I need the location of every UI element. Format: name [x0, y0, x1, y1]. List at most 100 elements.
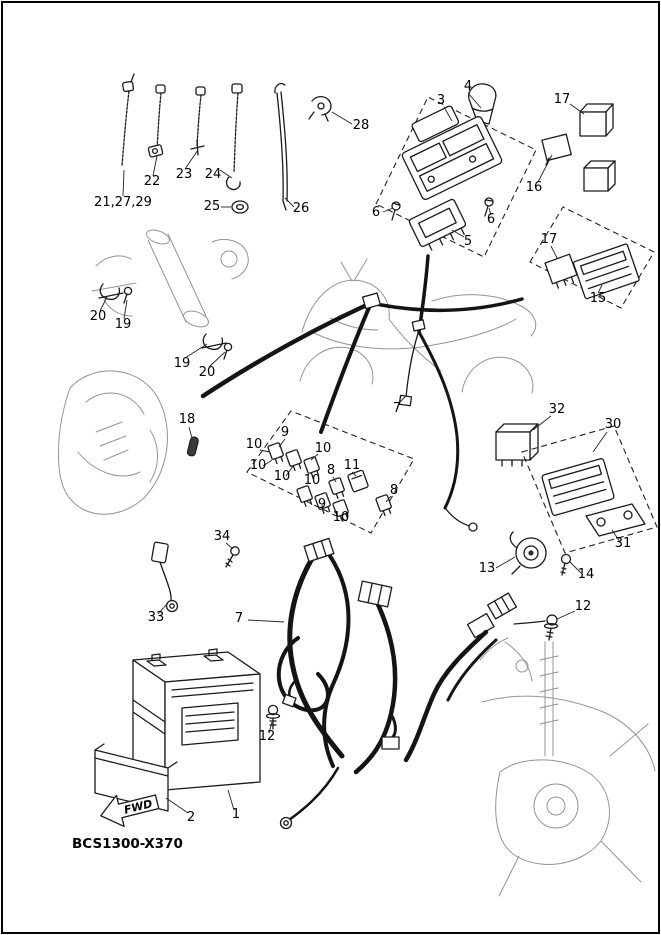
callout-6: 6 [372, 205, 380, 220]
callout-23: 23 [176, 167, 193, 182]
screw-19-upper [123, 286, 133, 296]
callout-1: 1 [232, 807, 240, 822]
callout-7: 7 [393, 401, 401, 416]
bracket-31 [585, 503, 646, 537]
fwd-arrow: FWD [100, 794, 160, 828]
sub-harness-right [403, 592, 559, 763]
clamp-group-lower [201, 333, 233, 360]
callout-10: 10 [274, 469, 291, 484]
relay-32 [495, 423, 539, 467]
harness-connector [281, 693, 297, 708]
callout-25: 25 [204, 199, 221, 214]
ecu-group [495, 423, 658, 554]
battery-label [181, 702, 239, 746]
fuse [314, 492, 331, 515]
cable-ties [121, 73, 332, 214]
battery-side [164, 673, 261, 791]
harness-connector [486, 592, 518, 620]
sub-lead-connector-top [411, 319, 426, 332]
cable-tie-23 [190, 86, 206, 156]
callout-6: 6 [487, 212, 495, 227]
callout-10: 10 [315, 441, 332, 456]
callout-10: 10 [304, 473, 321, 488]
cable-tie-21-27-29 [121, 73, 135, 167]
callout-10: 10 [246, 437, 263, 452]
rectifier-15 [572, 243, 640, 300]
callout-20: 20 [90, 309, 107, 324]
main-wire-harness [200, 254, 524, 532]
cable-tie-24 [225, 83, 243, 191]
bolt-14 [560, 553, 572, 576]
cable-tie-22 [147, 84, 166, 158]
frame-sketch-top-left [91, 229, 249, 328]
callout-2: 2 [187, 810, 195, 825]
callout-12: 12 [575, 599, 592, 614]
battery-group [132, 648, 261, 791]
callout-15: 15 [590, 291, 607, 306]
callout-19: 19 [115, 317, 132, 332]
relay-17-top [579, 103, 614, 137]
damper-18 [186, 436, 199, 457]
harness-connector-mid [357, 580, 393, 608]
callout-14: 14 [578, 567, 595, 582]
relay-group-right [529, 103, 655, 309]
callout-13: 13 [479, 561, 496, 576]
screw-20-lower [223, 342, 233, 352]
motorcycle-sketch [299, 258, 537, 394]
battery-terminal [146, 659, 167, 667]
callout-33: 33 [148, 610, 165, 625]
callout-4: 4 [464, 79, 472, 94]
callout-11: 11 [344, 458, 361, 473]
callout-24: 24 [205, 167, 222, 182]
fuse-group [246, 410, 415, 534]
callout-32: 32 [549, 402, 566, 417]
grommet-25 [231, 200, 249, 214]
ecu-30 [541, 458, 615, 516]
fuse [332, 499, 349, 522]
callout-18: 18 [179, 412, 196, 427]
harness-connector [381, 736, 400, 750]
callout-19: 19 [174, 356, 191, 371]
callout-10: 10 [250, 458, 267, 473]
callout-10: 10 [333, 510, 350, 525]
callout-7: 7 [235, 611, 243, 626]
sub-harness-bottom [276, 537, 400, 830]
frame-sketch-left [57, 370, 168, 515]
fuse [285, 449, 302, 472]
callout-8: 8 [327, 463, 335, 478]
callout-31: 31 [615, 536, 632, 551]
bolt-12-right [543, 614, 559, 641]
sensor-33 [151, 541, 179, 613]
horn-group [509, 531, 572, 576]
fusebox-3 [401, 105, 503, 200]
callout-21-27-29: 21,27,29 [94, 195, 152, 210]
screw-6-right [484, 197, 494, 217]
screw-34 [225, 546, 240, 568]
frame-sketch-bottom-right [479, 637, 656, 897]
harness-connector-top [303, 537, 335, 563]
clamp-28 [308, 95, 332, 122]
fuse-dashed-box [246, 410, 415, 534]
callout-17: 17 [554, 92, 571, 107]
callout-8: 8 [390, 483, 398, 498]
diagram-code: BCS1300-X370 [72, 836, 183, 852]
relay-11 [347, 469, 369, 493]
bolt-12-battery [265, 704, 281, 730]
callout-17: 17 [541, 232, 558, 247]
clamp-group-upper [98, 283, 133, 304]
callout-26: 26 [293, 201, 310, 216]
leader-lines [99, 92, 621, 814]
ecu-dashed-box [521, 425, 658, 554]
relay-5 [408, 198, 467, 251]
callout-5: 5 [464, 234, 472, 249]
fuse [303, 456, 320, 479]
callout-20: 20 [199, 365, 216, 380]
callout-3: 3 [437, 93, 445, 108]
battery-terminal [203, 654, 224, 662]
band-26 [274, 82, 288, 211]
relay-17-mid [583, 160, 616, 192]
